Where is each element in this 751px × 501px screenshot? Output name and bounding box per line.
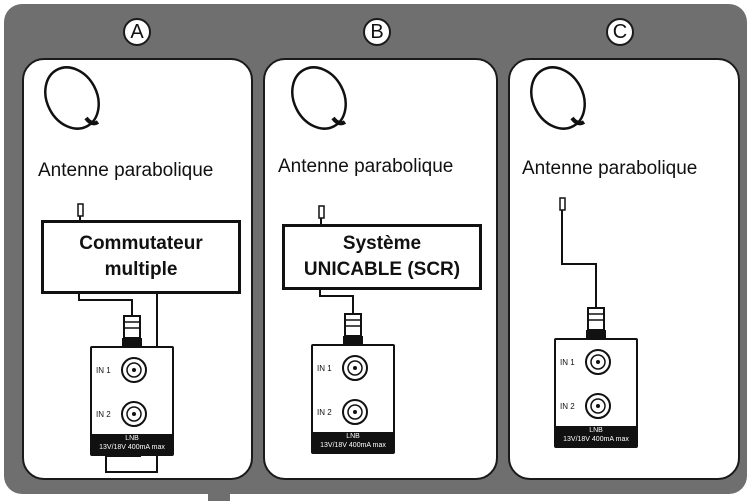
lnb-spec: 13V/18V 400mA max [99, 444, 165, 451]
lnb-title: LNB [125, 435, 139, 442]
panel-c-wiring [530, 66, 606, 338]
frame-tab [208, 490, 230, 501]
lnb-ports [342, 355, 368, 425]
switch-line-2: multiple [104, 259, 178, 280]
lnb-title: LNB [589, 427, 603, 434]
unicable-box: Système UNICABLE (SCR) [282, 224, 482, 290]
lnb-title: LNB [346, 433, 360, 440]
lnb-in1-label: IN 1 [317, 364, 332, 373]
panel-b-wiring [291, 66, 363, 344]
panel-a: Antenne parabolique Commutateur multiple… [22, 58, 253, 480]
coax-connector-icon [586, 307, 606, 338]
switch-line-1: Système [342, 233, 422, 254]
cable-plug-icon [77, 203, 84, 217]
lnb-in2-label: IN 2 [317, 408, 332, 417]
antenna-label: Antenne parabolique [522, 158, 698, 179]
antenna-label: Antenne parabolique [38, 160, 214, 181]
badge-a: A [123, 18, 151, 46]
lnb-in1-label: IN 1 [96, 366, 111, 375]
cable-plug-icon [318, 205, 325, 219]
satellite-dish-icon [291, 66, 347, 130]
lnb-spec-band: LNB 13V/18V 400mA max [313, 432, 393, 452]
coax-connector-icon [122, 315, 142, 346]
lnb-unit: IN 1 IN 2 LNB 13V/18V 400mA max [554, 338, 638, 448]
lnb-spec-band: LNB 13V/18V 400mA max [556, 426, 636, 446]
multiswitch-box: Commutateur multiple [41, 220, 241, 294]
lnb-unit: IN 1 IN 2 LNB 13V/18V 400mA max [311, 344, 395, 454]
lnb-ports [585, 349, 611, 419]
switch-line-2: UNICABLE (SCR) [303, 259, 461, 280]
switch-line-1: Commutateur [79, 233, 203, 254]
lnb-spec: 13V/18V 400mA max [320, 442, 386, 449]
badge-c: C [606, 18, 634, 46]
antenna-label: Antenne parabolique [278, 156, 454, 177]
coax-connector-icon [343, 313, 363, 344]
lnb-spec-band: LNB 13V/18V 400mA max [92, 434, 172, 454]
cable-plug-icon [559, 197, 566, 211]
lnb-ports [121, 357, 147, 427]
lnb-in2-label: IN 2 [96, 410, 111, 419]
panel-c: Antenne parabolique IN 1 IN 2 LNB 13V/18… [508, 58, 740, 480]
satellite-dish-icon [44, 66, 100, 130]
lnb-unit: IN 1 IN 2 LNB 13V/18V 400mA max [90, 346, 174, 456]
badge-b: B [363, 18, 391, 46]
satellite-dish-icon [530, 66, 586, 130]
lnb-in1-label: IN 1 [560, 358, 575, 367]
lnb-in2-label: IN 2 [560, 402, 575, 411]
panel-b: Antenne parabolique Système UNICABLE (SC… [263, 58, 498, 480]
lnb-spec: 13V/18V 400mA max [563, 436, 629, 443]
